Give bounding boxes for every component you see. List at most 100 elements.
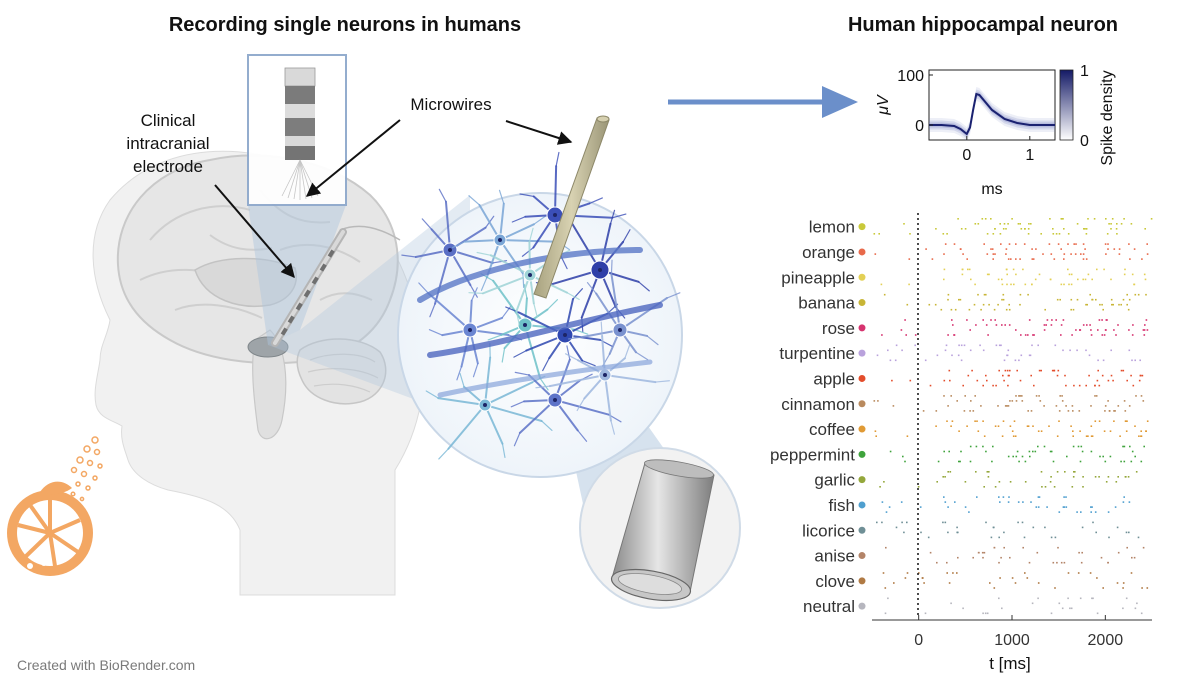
spike [1109,410,1111,412]
spike [1055,345,1057,347]
odor-color-dot-apple [859,375,866,382]
spike [994,253,996,255]
spike [1079,329,1081,331]
spike [998,537,1000,539]
spike [1016,370,1018,372]
spike [974,304,976,306]
spike [961,228,963,230]
spike [960,299,962,301]
spike [1054,486,1056,488]
spike [1084,248,1086,250]
spike [1091,506,1093,508]
spike [1000,233,1002,235]
spike [994,547,996,549]
spike [1123,218,1125,220]
spike [987,253,989,255]
neuron-nucleus [483,403,487,407]
spike [986,324,988,326]
spike [1018,461,1020,463]
spike [1071,274,1073,276]
spike [1117,324,1119,326]
spike [1067,269,1069,271]
spike [982,420,984,422]
spike [1099,385,1101,387]
spike [1001,279,1003,281]
spike [1086,228,1088,230]
spike [1146,319,1148,321]
spike [1056,562,1058,564]
spike [1123,299,1125,301]
spike [947,506,949,508]
spike [890,451,892,453]
spike [1037,446,1039,448]
spike [1051,319,1053,321]
spike [1014,420,1016,422]
spike [1073,243,1075,245]
spike [989,582,991,584]
odor-label-pineapple: pineapple [781,268,855,287]
spike [1143,446,1145,448]
spike [1110,223,1112,225]
spike [1061,324,1063,326]
spike [1059,603,1061,605]
spike [1110,279,1112,281]
spike [1086,435,1088,437]
spike [1005,253,1007,255]
spike [1058,243,1060,245]
spike [1136,603,1138,605]
spike [1082,451,1084,453]
spike [1051,537,1053,539]
spike [1027,294,1029,296]
spike [1029,451,1031,453]
spike [1037,345,1039,347]
spike [1050,476,1052,478]
spike [1086,233,1088,235]
spike [1103,360,1105,362]
spike [1117,476,1119,478]
spike [1133,284,1135,286]
raster-x-tick-label: 2000 [1088,632,1124,649]
spike [945,501,947,503]
spike [901,350,903,352]
spike [998,370,1000,372]
spike [997,304,999,306]
spike [923,582,925,584]
colorbar-tick-label: 1 [1080,63,1089,80]
spike [1126,380,1128,382]
spike [988,304,990,306]
spike [874,233,876,235]
spike [945,350,947,352]
spike [1028,223,1030,225]
spike [969,410,971,412]
spike [887,598,889,600]
spike [1037,598,1039,600]
spike [1017,451,1019,453]
spike [1010,258,1012,260]
spike [1092,522,1094,524]
spike [1006,405,1008,407]
spike [1043,405,1045,407]
spike [1030,501,1032,503]
dendrite-branch [589,198,602,203]
spike [1126,532,1128,534]
spike [1078,572,1080,574]
spike [884,294,886,296]
spike [1063,319,1065,321]
spike [1044,527,1046,529]
spike [1062,608,1064,610]
spike [1008,375,1010,377]
spike [943,233,945,235]
spike [984,552,986,554]
spike [1076,350,1078,352]
spike [988,274,990,276]
odor-color-dot-licorice [859,527,866,534]
spike [1131,572,1133,574]
spike [999,481,1001,483]
spike [952,324,954,326]
spike [984,435,986,437]
odor-label-turpentine: turpentine [779,344,855,363]
spike [1145,430,1147,432]
spike [951,319,953,321]
spike [901,329,903,331]
spike [1008,456,1010,458]
